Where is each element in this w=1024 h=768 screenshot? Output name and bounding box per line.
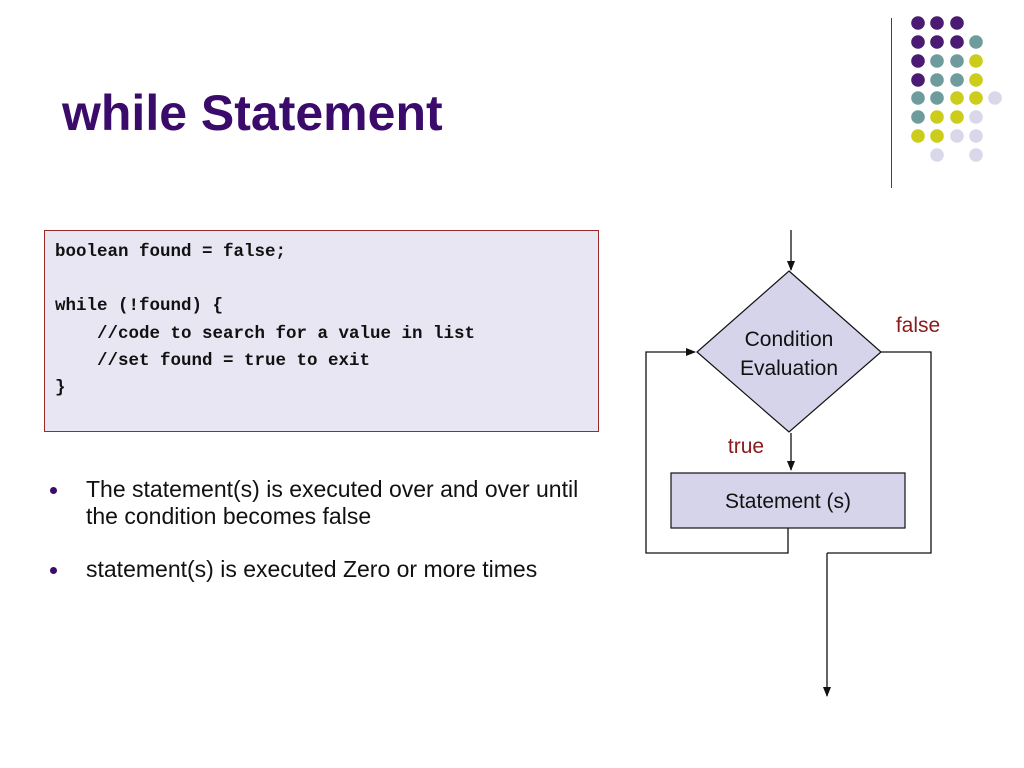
- decorative-dot: [969, 73, 983, 87]
- decorative-dot: [911, 91, 925, 105]
- bullet-text: The statement(s) is executed over and ov…: [86, 476, 579, 529]
- decorative-dot: [911, 16, 925, 30]
- bullet-icon: [50, 487, 57, 494]
- decorative-dot: [988, 91, 1002, 105]
- condition-diamond: [696, 270, 882, 433]
- decorative-dot: [930, 16, 944, 30]
- decorative-dot: [969, 91, 983, 105]
- statement-label: Statement (s): [725, 490, 851, 513]
- false-label: false: [896, 314, 940, 337]
- decorative-dot: [911, 54, 925, 68]
- decorative-dot: [950, 110, 964, 124]
- false-branch-line: [827, 351, 932, 554]
- decorative-dot: [930, 54, 944, 68]
- bullet-text: statement(s) is executed Zero or more ti…: [86, 556, 538, 582]
- decorative-dot: [911, 129, 925, 143]
- code-block: boolean found = false; while (!found) { …: [44, 230, 599, 432]
- decorative-dot: [969, 110, 983, 124]
- decorative-dot: [950, 54, 964, 68]
- decorative-dot: [930, 73, 944, 87]
- code-line: while (!found) {: [55, 296, 224, 317]
- decorative-dot: [930, 148, 944, 162]
- true-label: true: [728, 435, 764, 458]
- bullet-item: The statement(s) is executed over and ov…: [48, 476, 588, 530]
- decorative-dot: [950, 35, 964, 49]
- statement-box: [670, 472, 906, 529]
- decorative-dot: [969, 35, 983, 49]
- slide-title: while Statement: [62, 85, 443, 141]
- decorative-dot: [930, 129, 944, 143]
- bullet-list: The statement(s) is executed over and ov…: [48, 476, 588, 609]
- code-line: }: [55, 377, 66, 398]
- decorative-dot: [950, 16, 964, 30]
- decorative-dot: [950, 129, 964, 143]
- decorative-dot: [911, 73, 925, 87]
- decorative-dot: [930, 35, 944, 49]
- decorative-dot: [950, 91, 964, 105]
- loop-back-arrow: [645, 348, 789, 554]
- condition-label-line1: Condition: [745, 328, 834, 351]
- decorative-dot: [911, 110, 925, 124]
- decorative-dot: [911, 35, 925, 49]
- code-line: //code to search for a value in list: [97, 323, 476, 344]
- decorative-dot: [930, 91, 944, 105]
- decorative-dot: [969, 148, 983, 162]
- decorative-divider-line: [891, 18, 892, 188]
- condition-label-line2: Evaluation: [740, 357, 838, 380]
- code-line: boolean found = false;: [55, 242, 287, 262]
- decorative-dot: [950, 73, 964, 87]
- bullet-item: statement(s) is executed Zero or more ti…: [48, 556, 588, 583]
- decorative-dot: [969, 129, 983, 143]
- bullet-icon: [50, 567, 57, 574]
- decorative-dot: [930, 110, 944, 124]
- code-line: //set found = true to exit: [97, 350, 371, 371]
- decorative-dot-grid: [911, 16, 1002, 162]
- decorative-dot: [969, 54, 983, 68]
